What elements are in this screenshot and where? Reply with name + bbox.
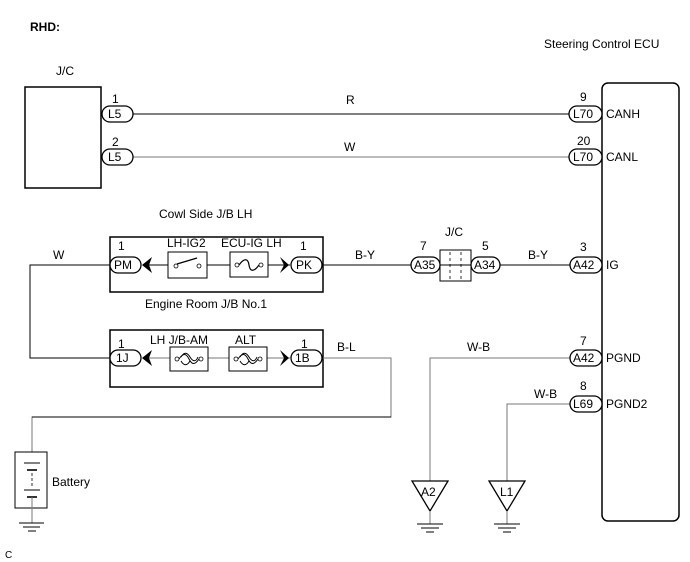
svg-text:L5: L5 <box>108 107 122 121</box>
svg-text:1: 1 <box>118 337 125 351</box>
ground-point-l1: L1 <box>487 480 527 533</box>
svg-text:7: 7 <box>580 334 587 348</box>
wire-canl-color: W <box>344 140 356 154</box>
battery-symbol <box>14 451 48 509</box>
battery-label: Battery <box>52 475 90 489</box>
svg-text:9: 9 <box>580 90 587 104</box>
connector-ecu-pgnd2: 8 L69 PGND2 <box>569 379 648 413</box>
svg-text:L70: L70 <box>573 107 593 121</box>
svg-text:20: 20 <box>577 134 591 148</box>
svg-text:ECU-IG LH: ECU-IG LH <box>221 236 282 250</box>
jc-top-box <box>24 86 102 189</box>
connector-jc-a34: 5 A34 <box>470 239 501 274</box>
terminal-pgnd2: PGND2 <box>606 397 648 411</box>
svg-text:1J: 1J <box>116 351 129 365</box>
fusible-link-icon <box>178 352 200 366</box>
svg-text:7: 7 <box>420 239 427 253</box>
jc-mid-box <box>439 249 472 282</box>
connector-jc-a35: 7 A35 <box>410 239 441 274</box>
wire-pgnd <box>429 357 570 481</box>
svg-text:A34: A34 <box>474 258 496 272</box>
svg-text:A42: A42 <box>573 258 595 272</box>
wire-pk-to-jc-color: B-Y <box>355 248 375 262</box>
svg-text:L1: L1 <box>500 485 514 499</box>
terminal-pgnd: PGND <box>606 351 641 365</box>
svg-text:L5: L5 <box>108 150 122 164</box>
svg-text:1: 1 <box>112 92 119 106</box>
svg-text:A35: A35 <box>414 258 436 272</box>
terminal-canl: CANL <box>606 150 638 164</box>
connector-eng-1b: 1 1B <box>280 337 323 367</box>
connector-cowl-pm: 1 PM <box>109 239 152 274</box>
fuse-lh-jb-am: LH J/B-AM <box>150 333 209 372</box>
svg-text:5: 5 <box>482 239 489 253</box>
svg-text:LH-IG2: LH-IG2 <box>167 236 206 250</box>
terminal-canh: CANH <box>606 107 640 121</box>
svg-text:L69: L69 <box>573 397 593 411</box>
connector-cowl-pk: 1 PK <box>280 239 323 274</box>
cowl-jb-label: Cowl Side J/B LH <box>159 207 252 221</box>
chevron-right-icon <box>280 350 289 366</box>
connector-ecu-canh: 9 L70 CANH <box>568 90 640 123</box>
chevron-left-icon <box>142 350 152 366</box>
connector-jc-l5-1: 1 L5 <box>101 92 134 123</box>
ground-point-a2: A2 <box>410 480 450 533</box>
wire-pgnd-color: W-B <box>467 340 490 354</box>
svg-text:1: 1 <box>301 337 308 351</box>
connector-jc-l5-2: 2 L5 <box>101 135 134 166</box>
chevron-right-icon <box>280 257 289 273</box>
fuse-icon <box>238 259 260 271</box>
svg-text:PM: PM <box>114 258 132 272</box>
wire-pgnd2 <box>506 403 570 481</box>
wire-pm-feed <box>29 264 110 359</box>
svg-text:2: 2 <box>112 135 119 149</box>
wire-b1-color: B-L <box>337 340 356 354</box>
ground-icon <box>19 508 44 532</box>
svg-text:1: 1 <box>118 239 125 253</box>
terminal-ig: IG <box>606 258 619 272</box>
ground-point-icon <box>410 480 450 513</box>
svg-text:A42: A42 <box>573 351 595 365</box>
ecu-label: Steering Control ECU <box>544 37 659 51</box>
wire-jc-to-ig-color: B-Y <box>528 248 548 262</box>
svg-text:A2: A2 <box>421 485 436 499</box>
svg-text:L70: L70 <box>573 150 593 164</box>
fusible-link-icon <box>237 352 259 366</box>
switch-icon <box>176 257 198 265</box>
svg-text:1B: 1B <box>295 351 310 365</box>
variant-label: RHD: <box>30 20 60 34</box>
wire-pm-feed-color: W <box>53 248 65 262</box>
connector-ecu-canl: 20 L70 CANL <box>568 134 638 166</box>
connector-ecu-pgnd: 7 A42 PGND <box>569 334 641 367</box>
footer-code: C <box>5 550 12 561</box>
fuse-ecu-ig-lh: ECU-IG LH <box>221 236 282 278</box>
jc-mid-label: J/C <box>445 225 463 239</box>
svg-text:1: 1 <box>300 239 307 253</box>
wire-pgnd2-color: W-B <box>534 387 557 401</box>
connector-ecu-ig: 3 A42 IG <box>569 240 619 274</box>
svg-text:LH J/B-AM: LH J/B-AM <box>150 333 208 347</box>
chevron-left-icon <box>142 257 152 273</box>
ground-point-icon <box>487 480 527 513</box>
wire-canh-color: R <box>346 93 355 107</box>
jc-top-label: J/C <box>56 64 74 78</box>
svg-text:3: 3 <box>580 240 587 254</box>
ecu-box <box>601 82 680 522</box>
svg-text:PK: PK <box>296 258 312 272</box>
svg-text:ALT: ALT <box>235 333 257 347</box>
relay-lh-ig2: LH-IG2 <box>167 236 208 279</box>
svg-text:8: 8 <box>580 379 587 393</box>
engine-jb-label: Engine Room J/B No.1 <box>145 297 267 311</box>
fuse-alt: ALT <box>228 333 268 372</box>
connector-eng-1j: 1 1J <box>109 337 152 367</box>
